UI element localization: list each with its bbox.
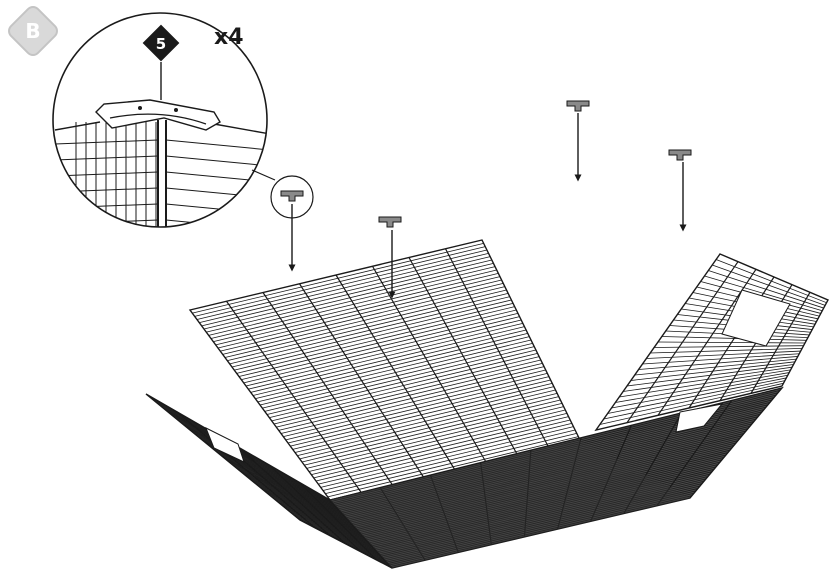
front-panel-door: [675, 403, 724, 433]
clip-2: [378, 216, 402, 228]
clip-4: [668, 149, 692, 161]
quantity-label: x4: [214, 25, 244, 50]
right-side-panel: [594, 253, 829, 432]
step-marker: 5: [142, 24, 180, 100]
left-panel-door: [205, 426, 245, 463]
step-number: 5: [156, 35, 166, 53]
left-side-panel: [145, 393, 393, 569]
section-badge: B: [8, 6, 58, 56]
clip-1: [280, 190, 304, 202]
front-panel: [328, 386, 784, 569]
section-badge-letter: B: [25, 19, 40, 43]
base-floor: [330, 440, 690, 568]
right-panel-door: [721, 289, 791, 347]
clip-3: [566, 100, 590, 112]
